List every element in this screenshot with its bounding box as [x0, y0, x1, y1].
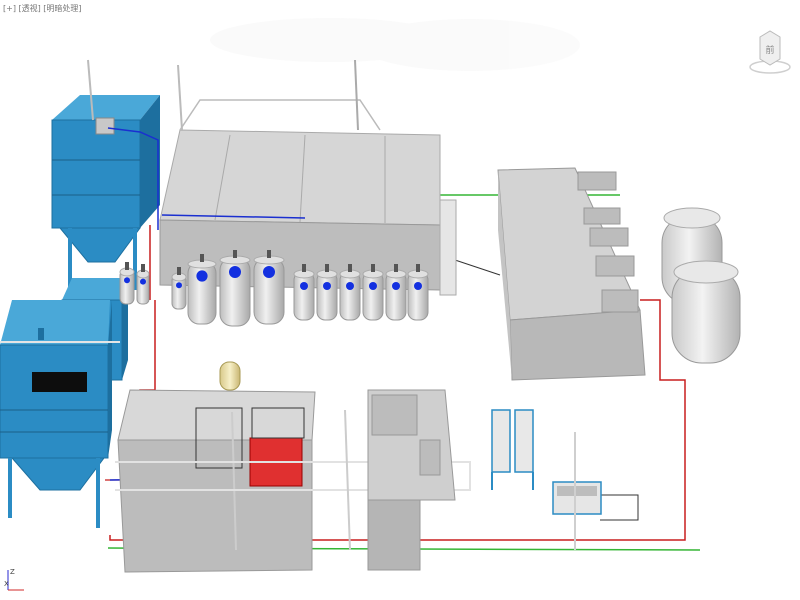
filter-press-1[interactable] [491, 409, 534, 490]
gas-cylinder[interactable] [219, 361, 241, 391]
mixer-motor-icon [416, 264, 420, 272]
dosing-tank[interactable] [293, 264, 315, 321]
viewcube-label: 前 [765, 44, 774, 56]
dosing-tank[interactable] [339, 264, 361, 321]
dosing-tank[interactable] [219, 250, 251, 327]
dosing-valve-icon [124, 277, 130, 284]
dosing-valve-icon [300, 282, 308, 290]
dosing-tanks[interactable] [119, 250, 429, 327]
dosing-tank[interactable] [253, 250, 285, 325]
mixer-motor-icon [302, 264, 306, 272]
dosing-valve-icon [196, 270, 208, 282]
mixer-motor-icon [267, 250, 271, 258]
dosing-valve-icon [392, 282, 400, 290]
filter-press-2[interactable] [552, 481, 602, 515]
dosing-tank[interactable] [362, 264, 384, 321]
mixer-motor-icon [348, 264, 352, 272]
dosing-tank[interactable] [407, 264, 429, 321]
mixer-motor-icon [325, 264, 329, 272]
dosing-valve-icon [229, 266, 241, 278]
sedimentation-tank-lower[interactable] [0, 300, 120, 528]
sedimentation-tank-upper[interactable] [51, 59, 160, 290]
mixer-motor-icon [125, 262, 129, 270]
dosing-valve-icon [140, 278, 146, 285]
dosing-valve-icon [369, 282, 377, 290]
mixer-motor-icon [200, 254, 204, 262]
viewport-label[interactable]: [+] [透视] [明暗处理] [3, 4, 82, 13]
mixer-motor-icon [177, 267, 181, 275]
dosing-tank[interactable] [171, 267, 187, 310]
mixer-motor-icon [141, 264, 145, 272]
mixer-motor-icon [394, 264, 398, 272]
background-haze [210, 18, 580, 71]
axis-z-label: Z [10, 568, 15, 576]
axis-gizmo: Z X [4, 568, 24, 591]
storage-tanks[interactable] [661, 207, 741, 364]
dosing-valve-icon [176, 282, 182, 289]
mixer-motor-icon [233, 250, 237, 258]
filtration-tank[interactable] [115, 389, 471, 573]
dosing-valve-icon [263, 266, 275, 278]
viewcube[interactable]: 前 [745, 25, 795, 80]
axis-x-label: X [4, 580, 9, 588]
dosing-tank[interactable] [136, 264, 150, 305]
clarifier-tank-right[interactable] [497, 167, 646, 381]
dosing-valve-icon [323, 282, 331, 290]
sludge-tank[interactable] [344, 389, 456, 571]
mixer-motor-icon [371, 264, 375, 272]
dosing-tank[interactable] [187, 254, 217, 325]
dosing-valve-icon [414, 282, 422, 290]
dosing-tank[interactable] [385, 264, 407, 321]
dosing-tank[interactable] [316, 264, 338, 321]
dosing-tank[interactable] [119, 262, 135, 305]
dosing-valve-icon [346, 282, 354, 290]
